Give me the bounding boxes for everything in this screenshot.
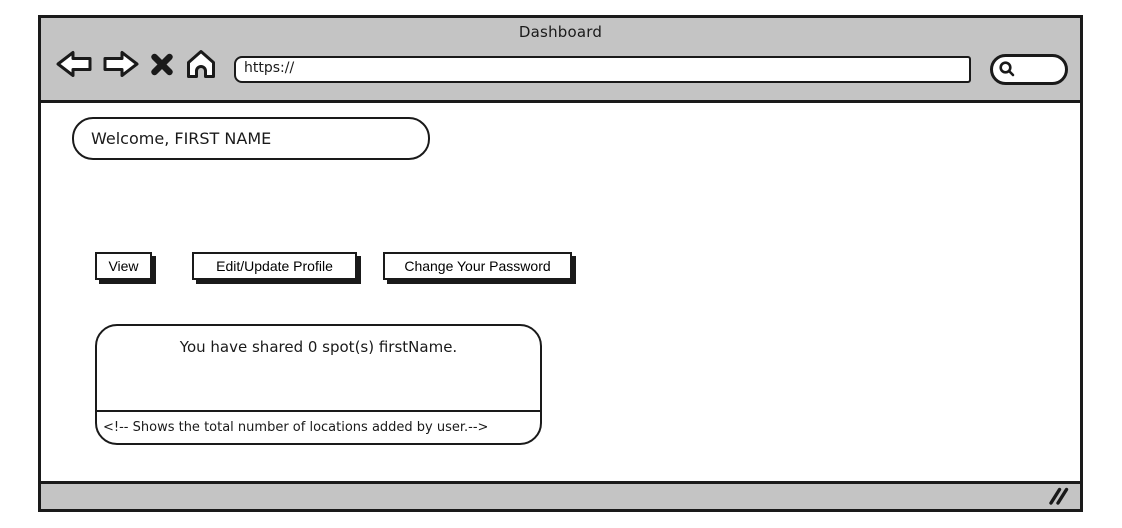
shared-spots-message: You have shared 0 spot(s) firstName. <box>179 338 458 356</box>
change-password-button[interactable]: Change Your Password <box>383 252 572 280</box>
resize-handle[interactable] <box>1047 486 1071 506</box>
search-icon <box>999 61 1015 77</box>
close-x-icon <box>151 53 173 76</box>
shared-spots-box: You have shared 0 spot(s) firstName. <!-… <box>95 324 542 445</box>
page-title: Dashboard <box>518 23 603 41</box>
browser-toolbar: Dashboard <box>41 18 1080 103</box>
search-box[interactable] <box>990 53 1068 85</box>
resize-grip-icon <box>1049 487 1069 505</box>
stop-button[interactable] <box>149 49 175 79</box>
back-arrow-icon <box>56 51 92 77</box>
nav-bar <box>55 44 1068 85</box>
info-box-divider <box>97 410 540 412</box>
forward-button[interactable] <box>102 48 140 80</box>
edit-update-profile-button[interactable]: Edit/Update Profile <box>192 252 357 280</box>
status-bar <box>41 481 1080 509</box>
page-content: Welcome, FIRST NAME View Edit/Update Pro… <box>41 103 1080 481</box>
welcome-banner: Welcome, FIRST NAME <box>72 117 430 160</box>
welcome-text: Welcome, FIRST NAME <box>91 129 272 148</box>
forward-arrow-icon <box>103 51 139 77</box>
view-button[interactable]: View <box>95 252 152 280</box>
home-icon <box>187 50 215 78</box>
back-button[interactable] <box>55 48 93 80</box>
home-button[interactable] <box>184 48 218 80</box>
shared-spots-comment: <!-- Shows the total number of locations… <box>103 420 489 435</box>
url-bar[interactable] <box>234 55 971 83</box>
browser-window: Dashboard <box>38 15 1083 512</box>
